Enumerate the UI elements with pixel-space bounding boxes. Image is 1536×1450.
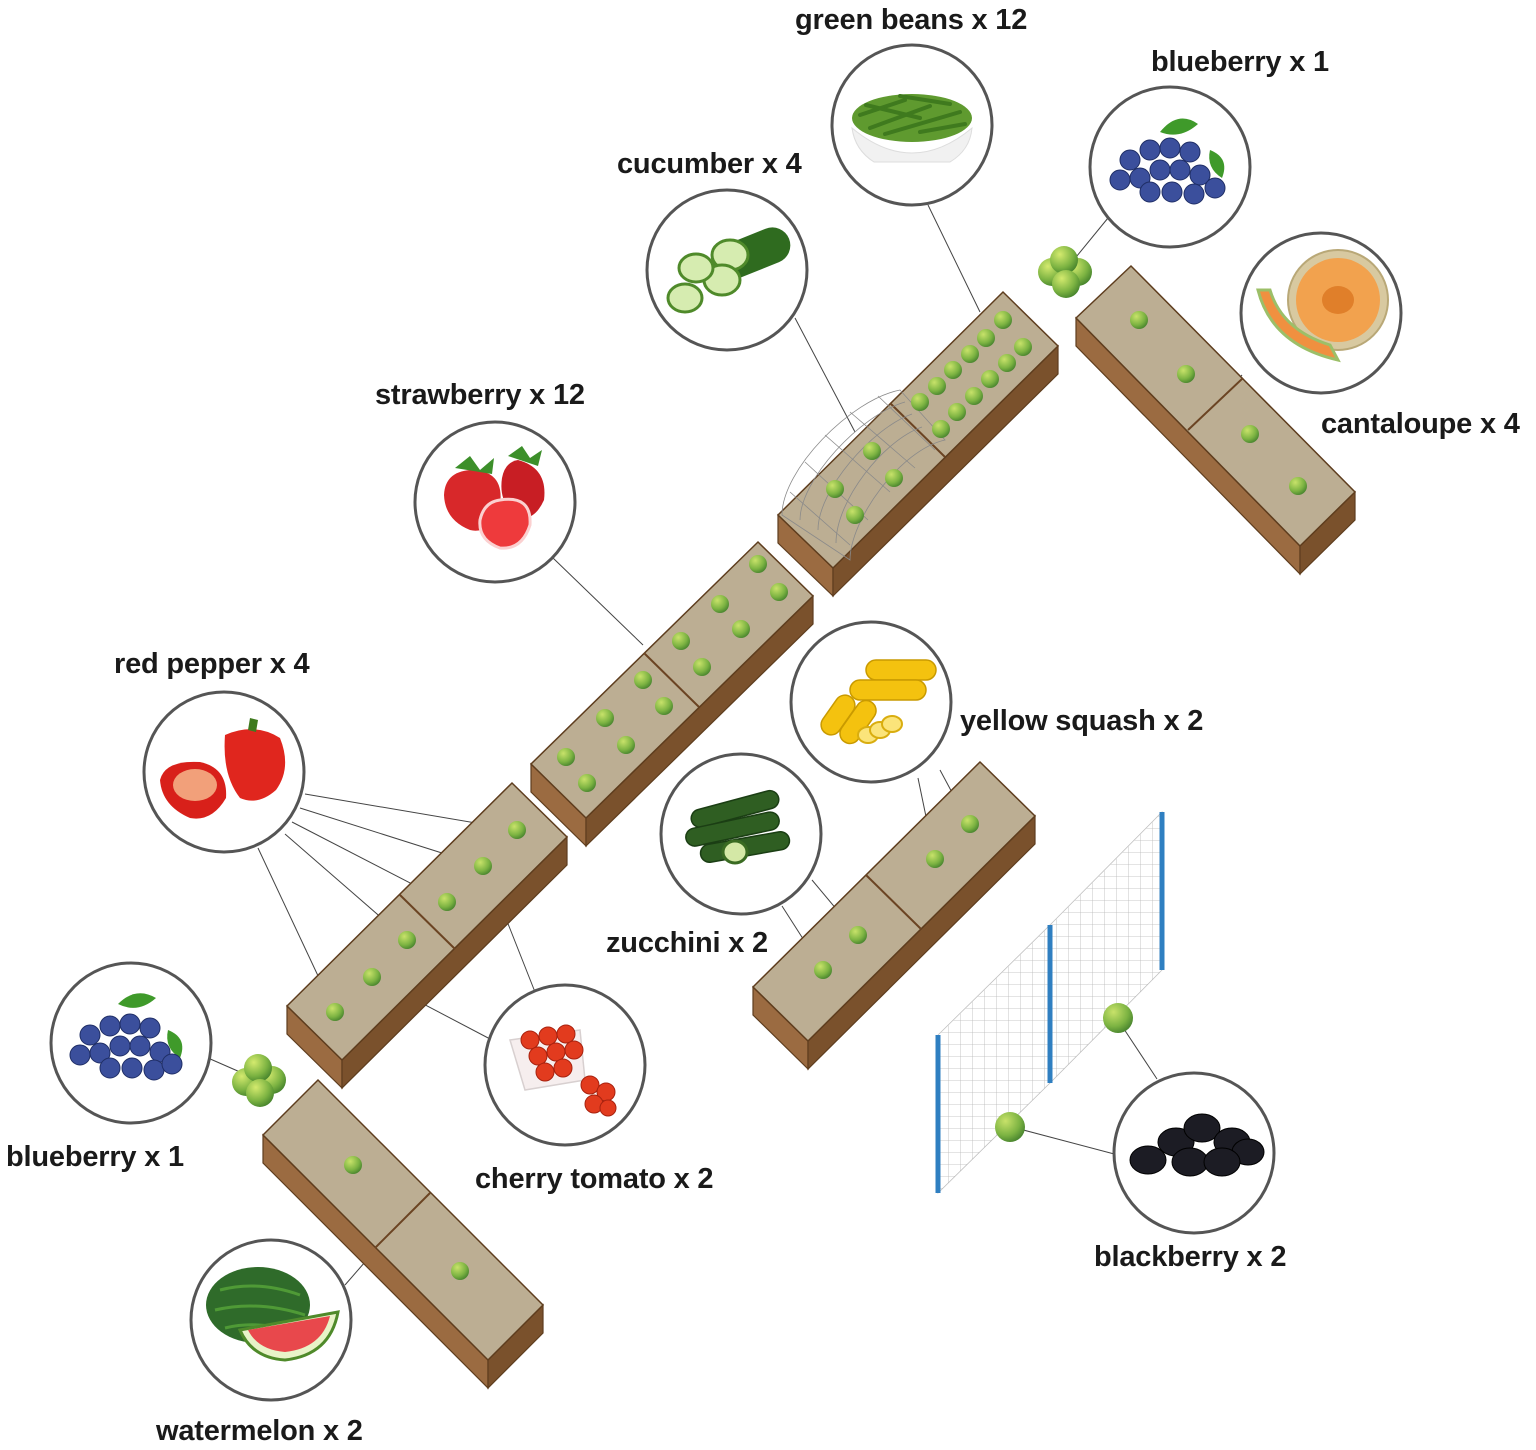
plant-marker (672, 632, 690, 650)
plant-marker (1177, 365, 1195, 383)
label-yellow-squash: yellow squash x 2 (960, 705, 1204, 737)
label-strawberry: strawberry x 12 (375, 379, 585, 411)
plant-marker (732, 620, 750, 638)
plant-marker (911, 393, 929, 411)
plant-marker (693, 658, 711, 676)
plant-marker (932, 420, 950, 438)
plant-marker (965, 387, 983, 405)
plant-marker (655, 697, 673, 715)
blueberry-bush-bottom (232, 1054, 286, 1107)
blackberry-trellis (935, 811, 1165, 1194)
label-zucchini: zucchini x 2 (606, 927, 768, 959)
plant-marker (981, 370, 999, 388)
label-cherry-tomato: cherry tomato x 2 (475, 1163, 714, 1195)
label-blueberry-top: blueberry x 1 (1151, 46, 1329, 78)
label-blueberry-bottom: blueberry x 1 (6, 1141, 184, 1173)
plant-marker (863, 442, 881, 460)
strawberry-icon (413, 420, 577, 584)
raised-bed-cantaloupe (1074, 264, 1357, 576)
plant-marker (749, 555, 767, 573)
plant-marker (885, 469, 903, 487)
plant-marker (770, 583, 788, 601)
plant-marker (961, 345, 979, 363)
plant-marker (995, 1112, 1025, 1142)
plant-marker (994, 311, 1012, 329)
plant-marker (326, 1003, 344, 1021)
red-pepper-icon (142, 690, 306, 854)
blueberry-icon (49, 961, 213, 1125)
plant-marker (961, 815, 979, 833)
label-blackberry: blackberry x 2 (1094, 1241, 1287, 1273)
raised-bed-red-pepper (285, 781, 569, 1090)
plant-marker (438, 893, 456, 911)
plant-marker (344, 1156, 362, 1174)
cantaloupe-icon (1239, 231, 1403, 395)
plant-marker (944, 361, 962, 379)
label-cantaloupe: cantaloupe x 4 (1321, 408, 1520, 440)
plant-marker (578, 774, 596, 792)
plant-marker (926, 850, 944, 868)
green-beans-icon (830, 43, 994, 207)
plant-marker (1103, 1003, 1133, 1033)
plant-marker (451, 1262, 469, 1280)
plant-marker (617, 736, 635, 754)
blackberry-icon (1112, 1071, 1276, 1235)
plant-marker (508, 821, 526, 839)
plant-marker (1289, 477, 1307, 495)
raised-bed-green-beans (776, 290, 1060, 598)
yellow-squash-icon (789, 620, 953, 784)
plant-marker (948, 403, 966, 421)
blueberry-icon (1088, 85, 1252, 249)
plant-marker (634, 671, 652, 689)
plant-marker (846, 506, 864, 524)
plant-marker (814, 961, 832, 979)
plant-marker (998, 354, 1016, 372)
plant-marker (826, 480, 844, 498)
plant-marker (557, 748, 575, 766)
plant-marker (1014, 338, 1032, 356)
label-green-beans: green beans x 12 (795, 4, 1028, 36)
plant-marker (977, 329, 995, 347)
plant-marker (363, 968, 381, 986)
raised-bed-strawberry (529, 540, 815, 848)
plant-marker (1241, 425, 1259, 443)
watermelon-icon (189, 1238, 353, 1402)
label-red-pepper: red pepper x 4 (114, 648, 310, 680)
plant-marker (711, 595, 729, 613)
label-cucumber: cucumber x 4 (617, 148, 802, 180)
plant-marker (849, 926, 867, 944)
plant-marker (398, 931, 416, 949)
label-watermelon: watermelon x 2 (156, 1415, 363, 1447)
cucumber-icon (645, 188, 809, 352)
plant-marker (1130, 311, 1148, 329)
plant-marker (596, 709, 614, 727)
plant-marker (928, 377, 946, 395)
raised-bed-watermelon (261, 1078, 545, 1390)
zucchini-icon (659, 752, 823, 916)
connector-lines (207, 204, 1243, 1286)
plant-markers (326, 311, 1307, 1280)
cherry-tomato-icon (483, 983, 647, 1147)
plant-marker (474, 857, 492, 875)
blueberry-bush-top (1038, 246, 1092, 298)
